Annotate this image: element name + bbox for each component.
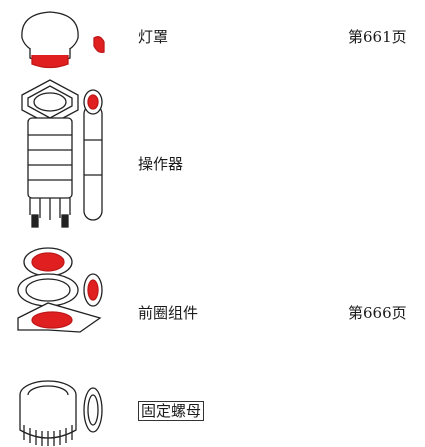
page-ref-lamp-cover: 第661页 — [348, 28, 407, 46]
side-nut-drawing — [83, 387, 103, 433]
part-label-operator: 操作器 — [138, 155, 184, 173]
lamp-cover-drawing — [21, 11, 79, 69]
small-ring-drawing — [83, 273, 103, 307]
part-label-fixing-nut: 固定螺母 — [138, 400, 205, 421]
operator-drawing — [21, 79, 79, 228]
front-ring-drawing — [17, 247, 102, 333]
part-label-lamp-cover: 灯罩 — [138, 28, 169, 46]
side-ring-drawing — [83, 89, 103, 221]
page-ref-front-ring-assembly: 第666页 — [348, 304, 407, 322]
small-cover-drawing — [93, 36, 105, 54]
fixing-nut-drawing — [19, 380, 77, 446]
fixing-nut-label-text: 固定螺母 — [138, 401, 205, 421]
part-label-front-ring-assembly: 前圈组件 — [138, 304, 199, 322]
